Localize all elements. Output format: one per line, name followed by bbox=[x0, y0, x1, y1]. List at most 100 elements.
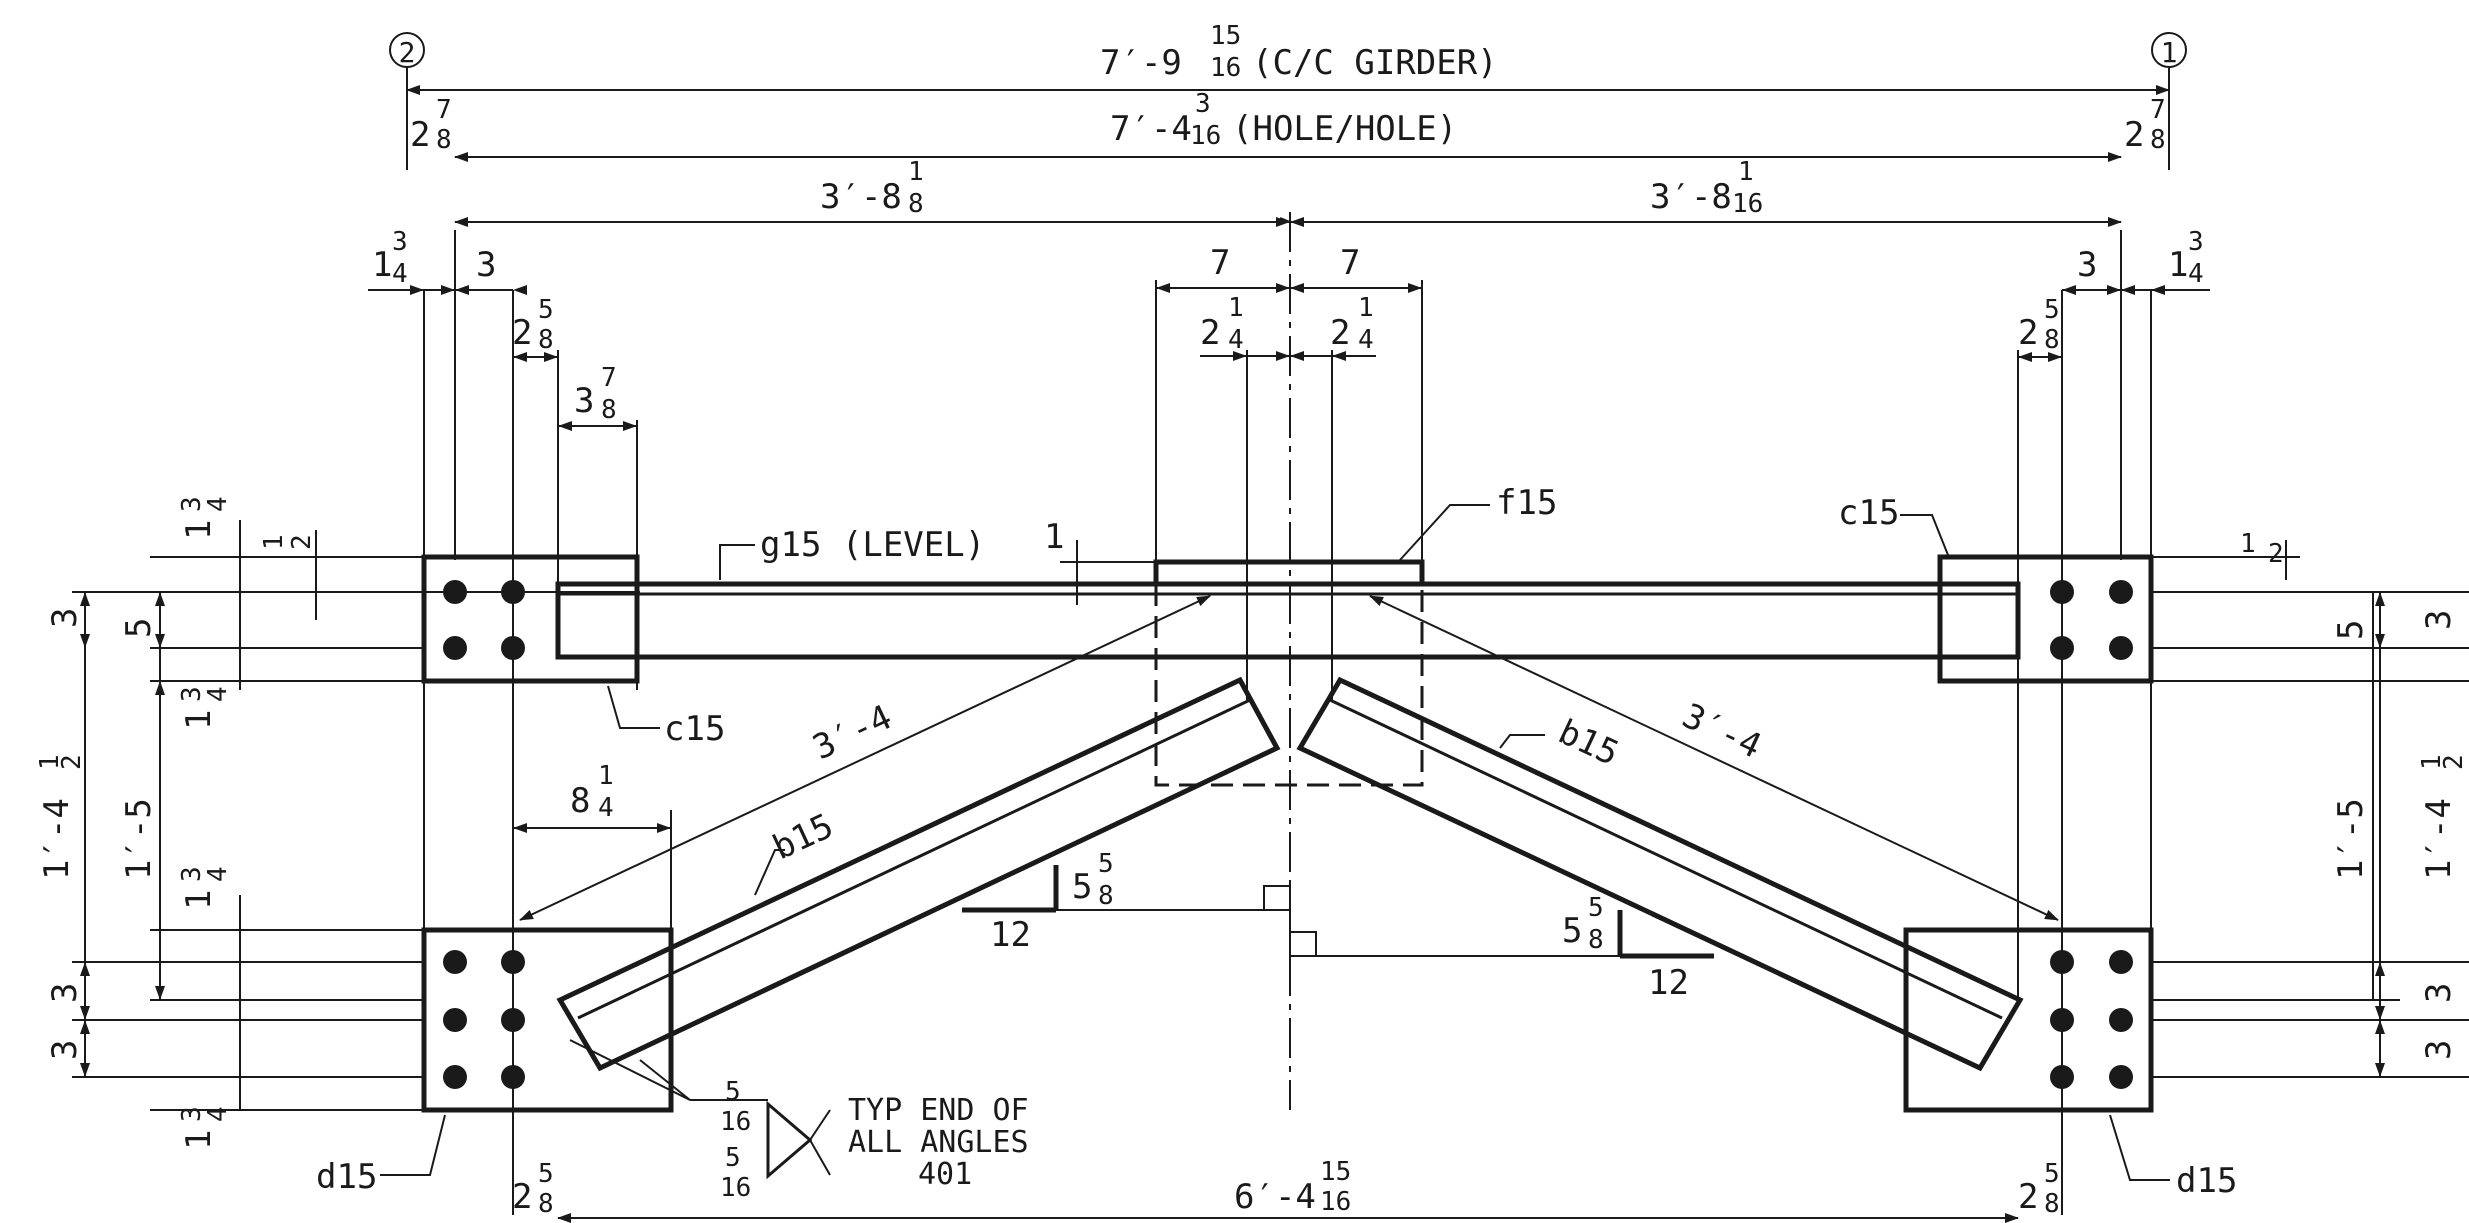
dim-line-brace-right bbox=[1369, 595, 2059, 921]
dim-eight-whole: 8 bbox=[570, 781, 590, 821]
dim-mid-left-fd: 4 bbox=[1228, 325, 1244, 355]
bolt-group-bottom-right bbox=[2050, 950, 2133, 1089]
dim-edge-right-fd: 8 bbox=[2150, 125, 2166, 155]
dim-mid-left: 2 1 4 bbox=[1200, 293, 1244, 355]
dim-line-brace-left bbox=[519, 595, 1211, 921]
dim-cvl-low-fn: 3 bbox=[177, 866, 207, 882]
grid-bubble-right: 1 bbox=[2151, 32, 2187, 69]
dim-brace-right: 3′-4 bbox=[1676, 696, 1767, 767]
dim-half-left-main: 3′-8 bbox=[820, 177, 902, 217]
dim-col-right-whole: 1 bbox=[2168, 245, 2188, 285]
dim-cc-girder-fd: 16 bbox=[1210, 53, 1241, 83]
dim-mid-right-fd: 4 bbox=[1358, 325, 1374, 355]
dim-eight-fd: 4 bbox=[598, 793, 614, 823]
dim-slope-left-fn: 5 bbox=[1098, 849, 1114, 879]
dim-three-right-c: 3 bbox=[2419, 1040, 2459, 1060]
dim-gauge-top-right: 2 5 8 bbox=[2018, 295, 2060, 355]
dim-hole-fn: 3 bbox=[1195, 89, 1211, 119]
dim-col-right: 1 3 4 bbox=[2168, 227, 2204, 289]
dim-edge-left-fd: 8 bbox=[436, 125, 452, 155]
dim-half-vert-left: 1 2 bbox=[259, 534, 317, 550]
slope-indicator-right: 5 5 8 12 bbox=[1289, 893, 1714, 1003]
mark-f15: f15 bbox=[1496, 483, 1557, 523]
dim-cvl-top-fn: 3 bbox=[177, 496, 207, 512]
dim-cvl-low-fd: 4 bbox=[203, 866, 233, 882]
dim-1-4-right-fn: 1 bbox=[2417, 754, 2447, 770]
dim-hvr-fd: 2 bbox=[2268, 539, 2284, 569]
dim-hvl-fn: 1 bbox=[259, 534, 289, 550]
dim-edge-left-whole: 2 bbox=[410, 115, 430, 155]
dim-seven-left: 7 bbox=[1210, 243, 1230, 283]
dim-cvl-mid-fn: 3 bbox=[177, 686, 207, 702]
dim-1-4-left-fd: 2 bbox=[57, 754, 87, 770]
grid-label-left: 2 bbox=[399, 36, 416, 69]
dim-three-left-c: 3 bbox=[45, 1040, 85, 1060]
dim-gauge-tr-whole: 2 bbox=[2018, 313, 2038, 353]
dim-edge-left-fn: 7 bbox=[436, 95, 452, 125]
weld-size-top-fn: 5 bbox=[725, 1077, 741, 1107]
dim-cvl-mid-fd: 4 bbox=[203, 686, 233, 702]
dim-edge-right: 2 7 8 bbox=[2124, 95, 2166, 155]
mark-c15-right: c15 bbox=[1838, 493, 1899, 533]
dim-1-4-right-fd: 2 bbox=[2439, 754, 2469, 770]
dim-cvl-bot-whole: 1 bbox=[179, 1130, 219, 1150]
dim-clip-fn: 7 bbox=[601, 363, 617, 393]
mark-b15-left: b15 bbox=[767, 806, 840, 868]
dim-hole-fd: 16 bbox=[1190, 121, 1221, 151]
dim-col-vert-left-bot: 1 3 4 bbox=[177, 1106, 233, 1150]
grid-label-right: 1 bbox=[2161, 36, 2178, 69]
dim-five-left: 5 bbox=[119, 618, 159, 638]
dim-half-right-main: 3′-8 bbox=[1650, 177, 1732, 217]
dim-bottom-main: 6′-4 bbox=[1234, 1177, 1316, 1217]
dim-one-plate: 1 bbox=[1044, 517, 1064, 557]
dim-half-left: 3′-8 1 8 bbox=[820, 157, 924, 219]
dim-slope-left-run: 12 bbox=[990, 915, 1031, 955]
dim-slope-right-whole: 5 bbox=[1562, 911, 1582, 951]
weld-note: TYP END OF ALL ANGLES 401 bbox=[848, 1093, 1029, 1192]
dim-1-4-left-main: 1′-4 bbox=[37, 798, 77, 880]
dim-hole-main: 7′-4 bbox=[1110, 109, 1192, 149]
dim-col-vert-left-low: 1 3 4 bbox=[177, 866, 233, 910]
dim-gauge-tr-fd: 8 bbox=[2044, 325, 2060, 355]
dim-gbr-fn: 5 bbox=[2044, 1159, 2060, 1189]
dim-edge-right-whole: 2 bbox=[2124, 115, 2144, 155]
dim-mid-left-whole: 2 bbox=[1200, 313, 1220, 353]
weld-size-bot-fn: 5 bbox=[725, 1143, 741, 1173]
dim-half-vert-right: 1 2 bbox=[2240, 529, 2284, 569]
dim-gauge-bottom-left: 2 5 8 bbox=[512, 1159, 554, 1219]
dim-gauge-tl-fd: 8 bbox=[538, 325, 554, 355]
weld-note-line1: TYP END OF bbox=[848, 1093, 1029, 1128]
dim-edge-right-fn: 7 bbox=[2150, 95, 2166, 125]
dim-cvl-mid-whole: 1 bbox=[179, 710, 219, 730]
dim-cc-girder-tail: (C/C GIRDER) bbox=[1252, 43, 1498, 83]
dim-clip: 3 7 8 bbox=[574, 363, 617, 425]
dim-col-right-fd: 4 bbox=[2188, 259, 2204, 289]
weld-size-top-fd: 16 bbox=[720, 1107, 751, 1137]
dim-three-right-a: 3 bbox=[2419, 610, 2459, 630]
dim-gauge-top-left: 2 5 8 bbox=[512, 295, 554, 355]
mark-d15-right: d15 bbox=[2176, 1161, 2237, 1201]
dim-half-right-fd: 16 bbox=[1732, 189, 1763, 219]
dim-mid-left-fn: 1 bbox=[1228, 293, 1244, 323]
dim-1-5-right: 1′-5 bbox=[2331, 798, 2371, 880]
dim-bottom: 6′-4 15 16 bbox=[1234, 1157, 1351, 1217]
dim-three-left-b: 3 bbox=[45, 983, 85, 1003]
dim-cvl-top-whole: 1 bbox=[179, 520, 219, 540]
dim-cvl-low-whole: 1 bbox=[179, 890, 219, 910]
dim-col-left: 1 3 4 bbox=[372, 227, 408, 289]
dim-col-vert-left-top: 1 3 4 bbox=[177, 496, 233, 540]
dim-gbr-whole: 2 bbox=[2018, 1177, 2038, 1217]
weld-note-line3: 401 bbox=[918, 1157, 972, 1192]
bolt-group-bottom-left bbox=[443, 950, 525, 1089]
dim-mid-right: 2 1 4 bbox=[1330, 293, 1374, 355]
dim-eight-fn: 1 bbox=[598, 761, 614, 791]
grid-bubble-left: 2 bbox=[389, 32, 425, 69]
weld-note-line2: ALL ANGLES bbox=[848, 1125, 1029, 1160]
dim-brace-left: 3′-4 bbox=[807, 697, 898, 768]
dim-half-left-fd: 8 bbox=[908, 189, 924, 219]
dim-gbl-fn: 5 bbox=[538, 1159, 554, 1189]
dim-hole-tail: (HOLE/HOLE) bbox=[1232, 109, 1457, 149]
dim-mid-right-fn: 1 bbox=[1358, 293, 1374, 323]
dim-seven-right: 7 bbox=[1340, 243, 1360, 283]
